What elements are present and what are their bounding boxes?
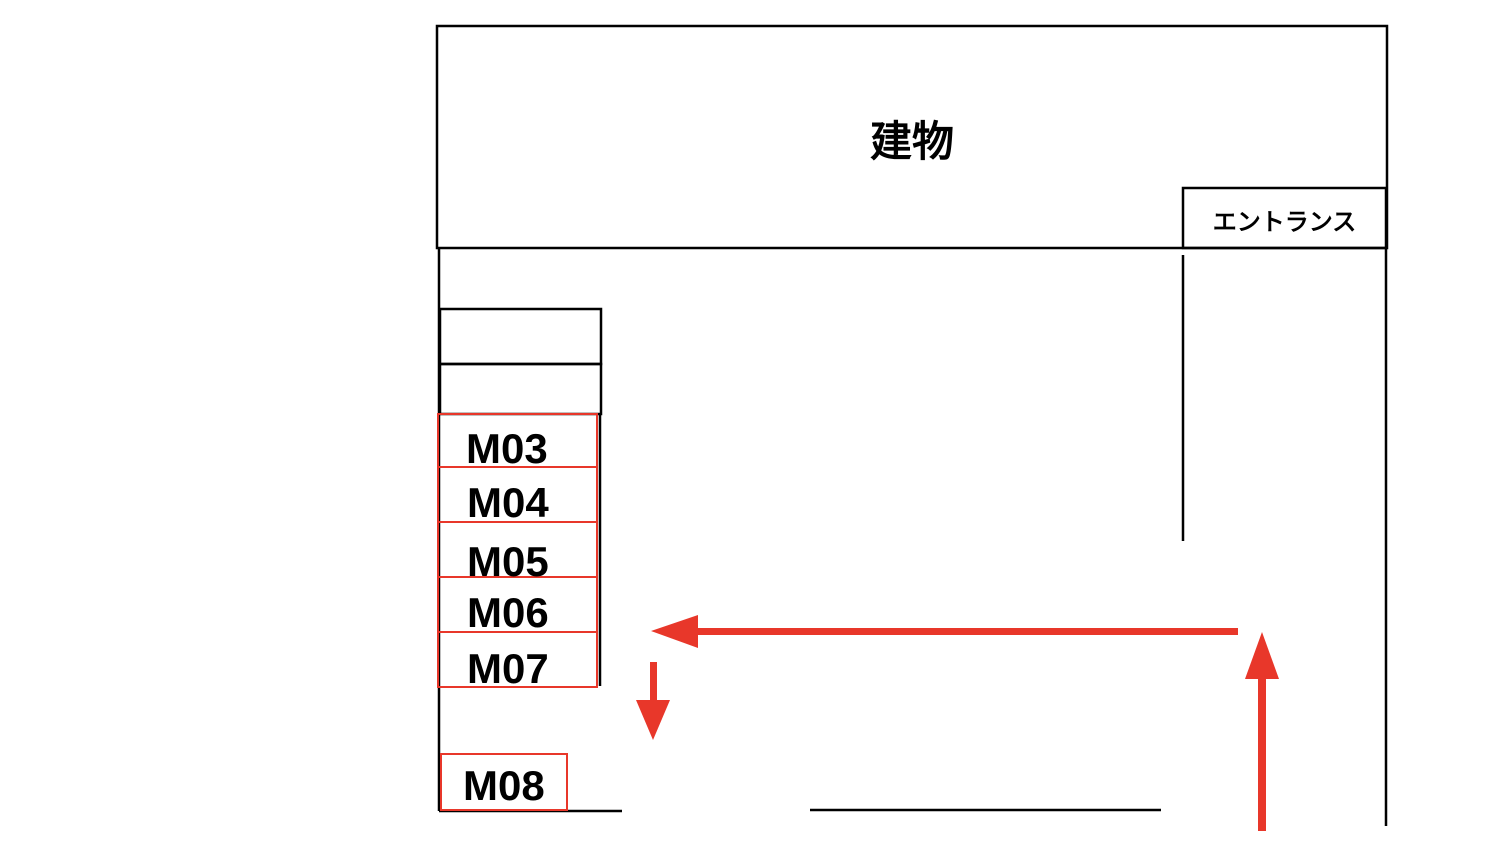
slot-label-m07: M07: [467, 645, 549, 692]
entrance-label: エントランス: [1212, 208, 1357, 236]
slot-label-m03: M03: [466, 425, 548, 472]
slot-box-m07: [437, 631, 598, 688]
slot-label-m08: M08: [463, 762, 545, 809]
parking-slot-1: [438, 307, 603, 366]
arrow-down-icon: [636, 662, 670, 740]
building-label: 建物: [869, 117, 954, 166]
arrow-up-icon: [1245, 632, 1279, 831]
slot-box-m08: [440, 753, 568, 811]
arrow-left-icon: [651, 615, 1238, 648]
entrance-box: [1181, 186, 1388, 250]
slot-label-m04: M04: [467, 479, 549, 526]
building-outline: [435, 24, 1389, 250]
slot-label-m05: M05: [467, 538, 549, 585]
parking-slot-2: [438, 362, 603, 416]
slot-label-m06: M06: [467, 589, 549, 636]
